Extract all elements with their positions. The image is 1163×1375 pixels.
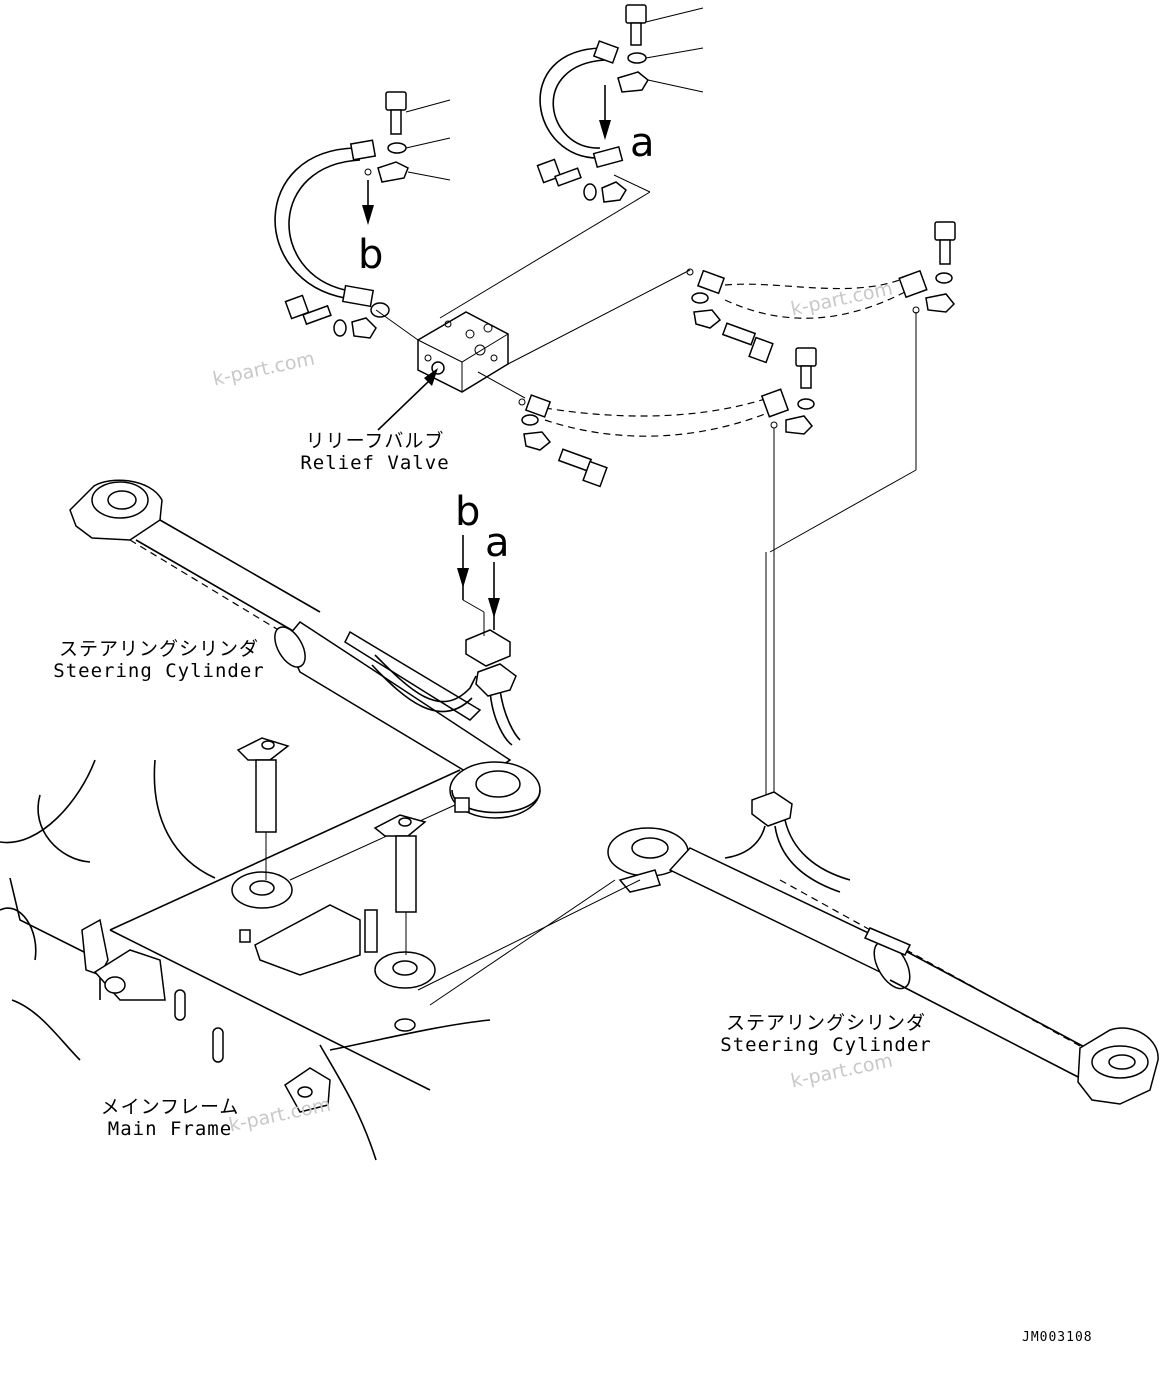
ref-a-top: a	[630, 120, 655, 166]
steering-cylinder-right-label-en: Steering Cylinder	[720, 1034, 932, 1056]
relief-valve-label-en: Relief Valve	[300, 452, 450, 474]
steering-cylinder-right-label: ステアリングシリンダ Steering Cylinder	[712, 1012, 940, 1056]
left-steering-cylinder	[69, 479, 541, 819]
main-frame-label-jp: メインフレーム	[100, 1096, 240, 1118]
ref-a-mid: a	[485, 520, 510, 566]
ref-b-mid: b	[455, 489, 480, 535]
steering-cylinder-left-label-jp: ステアリングシリンダ	[58, 638, 259, 660]
hose-assembly-a	[536, 4, 704, 203]
steering-cylinder-left-label: ステアリングシリンダ Steering Cylinder	[45, 638, 273, 682]
ref-b-top: b	[358, 232, 383, 278]
leader-lines	[765, 312, 917, 800]
hose-assembly-b	[274, 91, 451, 339]
relief-valve-label: リリーフバルブ Relief Valve	[290, 430, 460, 474]
right-steering-cylinder	[607, 791, 1159, 1105]
right-lower-hose	[518, 347, 817, 488]
right-upper-hose	[686, 221, 956, 364]
main-frame-label: メインフレーム Main Frame	[100, 1096, 240, 1140]
relief-valve-block	[375, 191, 691, 431]
steering-cylinder-right-label-jp: ステアリングシリンダ	[725, 1012, 926, 1034]
steering-cylinder-left-label-en: Steering Cylinder	[53, 660, 265, 682]
drawing-code: JM003108	[1022, 1330, 1093, 1345]
main-frame	[0, 737, 641, 1161]
relief-valve-label-jp: リリーフバルブ	[305, 430, 445, 452]
main-frame-label-en: Main Frame	[107, 1118, 233, 1140]
